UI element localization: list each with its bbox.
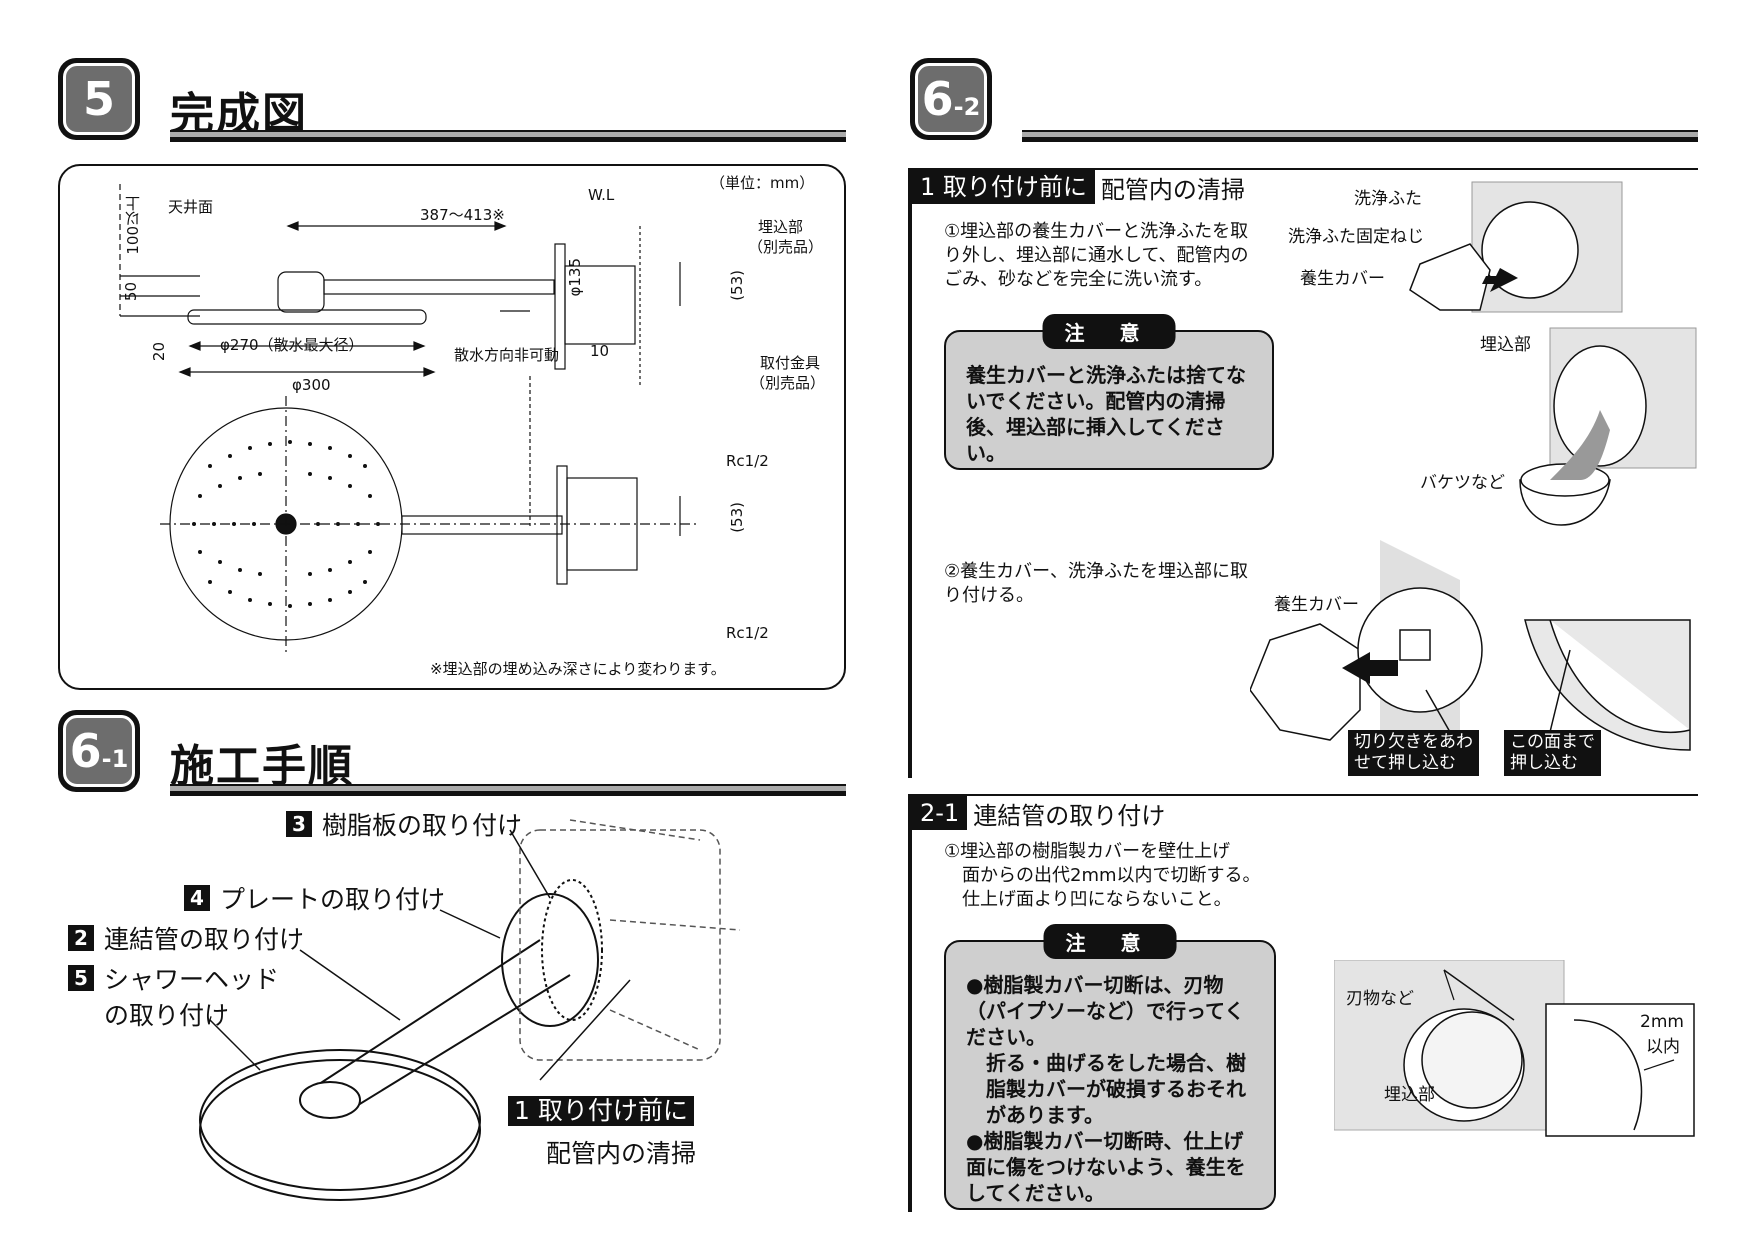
step-number: 2 bbox=[68, 925, 94, 951]
caution-item-1-detail: 折る・曲げるをした場合、樹脂製カバーが破損するおそれがあります。 bbox=[986, 1051, 1246, 1127]
step-1-tag: 1 取り付け前に bbox=[508, 1096, 694, 1126]
label-within: 以内 bbox=[1646, 1037, 1680, 1057]
section-number: 6 bbox=[69, 724, 102, 778]
section-5-badge: 5 bbox=[58, 58, 140, 140]
part-2-step-1-line-2: 面からの出代2mm以内で切断する。 bbox=[962, 865, 1261, 886]
step-text: シャワーヘッド bbox=[104, 965, 280, 994]
section-5-rule bbox=[170, 130, 846, 142]
note-line-1: この面まで bbox=[1510, 732, 1595, 752]
caution-text: ●樹脂製カバー切断は、刃物（パイプソーなど）で行ってください。 折る・曲げるをし… bbox=[946, 942, 1274, 1216]
caution-item-2: ●樹脂製カバー切断時、仕上げ面に傷をつけないよう、養生をしてください。 bbox=[966, 1129, 1246, 1205]
dim-100-above: 100以上 bbox=[124, 196, 142, 255]
step-text: プレートの取り付け bbox=[220, 885, 446, 914]
section-6-1-badge: 6-1 bbox=[58, 710, 140, 792]
part-1-caution-box: 注 意 養生カバーと洗浄ふたは捨てないでください。配管内の清掃後、埋込部に挿入し… bbox=[944, 314, 1274, 470]
note-line-2: せて押し込む bbox=[1354, 753, 1456, 773]
installation-overview-drawing bbox=[199, 819, 741, 1201]
step-number: 3 bbox=[286, 811, 312, 837]
dim-53-front: (53) bbox=[728, 502, 746, 533]
label-protect-cover: 養生カバー bbox=[1300, 269, 1385, 289]
part-1-title: 配管内の清掃 bbox=[1100, 175, 1245, 204]
cover-cutting-illustration bbox=[1334, 960, 1695, 1137]
part-2-title: 連結管の取り付け bbox=[973, 801, 1166, 830]
part-1-step-1: ①埋込部の養生カバーと洗浄ふたを取り外し、埋込部に通水して、配管内のごみ、砂など… bbox=[944, 221, 1249, 290]
step-3-label: 3 樹脂板の取り付け bbox=[286, 806, 522, 842]
section-subnumber: -2 bbox=[953, 93, 981, 121]
step-number: 4 bbox=[184, 885, 210, 911]
dim-20: 20 bbox=[150, 342, 168, 362]
dim-53-side: (53) bbox=[728, 270, 746, 301]
step-number: 5 bbox=[68, 965, 94, 991]
bracket-separate-label: （別売品） bbox=[750, 374, 826, 392]
rc-top-label: Rc1/2 bbox=[726, 452, 769, 470]
part-1-top-rule bbox=[908, 168, 1698, 170]
part-2-step-1-line-3: 仕上げ面より凹にならないこと。 bbox=[962, 889, 1232, 910]
fixed-direction-label: 散水方向非可動 bbox=[454, 346, 560, 364]
section-6-1-rule bbox=[170, 784, 846, 796]
section-number: 6 bbox=[921, 72, 954, 126]
part-2-caution-box: 注 意 ●樹脂製カバー切断は、刃物（パイプソーなど）で行ってください。 折る・曲… bbox=[944, 924, 1276, 1210]
bracket-label: 取付金具 bbox=[760, 354, 821, 372]
note-line-1: 切り欠きをあわ bbox=[1354, 732, 1473, 752]
note-align-notch: 切り欠きをあわ せて押し込む bbox=[1348, 730, 1479, 776]
part-1-step-2: ②養生カバー、洗浄ふたを埋込部に取り付ける。 bbox=[944, 561, 1248, 606]
rc-bottom-label: Rc1/2 bbox=[726, 624, 769, 642]
note-push-to-surface: この面まで 押し込む bbox=[1504, 730, 1601, 776]
water-line-label: W.L bbox=[588, 186, 615, 204]
step-text: 連結管の取り付け bbox=[104, 925, 305, 954]
ceiling-label: 天井面 bbox=[168, 198, 214, 216]
cover-attach-illustration bbox=[1250, 540, 1691, 770]
section-subnumber: -1 bbox=[101, 745, 129, 773]
step-1-label: 配管内の清掃 bbox=[546, 1139, 697, 1168]
caution-text: 養生カバーと洗浄ふたは捨てないでください。配管内の清掃後、埋込部に挿入してくださ… bbox=[966, 363, 1246, 465]
section-6-2-rule bbox=[1022, 130, 1698, 142]
step-5-label-line2: の取り付け bbox=[104, 1001, 230, 1030]
step-text: 樹脂板の取り付け bbox=[322, 811, 523, 840]
label-blade: 刃物など bbox=[1346, 989, 1414, 1009]
caution-label: 注 意 bbox=[1042, 314, 1176, 349]
step-2-label: 2 連結管の取り付け bbox=[68, 920, 304, 956]
part-2-tag: 2-1 bbox=[912, 796, 968, 830]
label-wash-lid-screw: 洗浄ふた固定ねじ bbox=[1288, 227, 1424, 247]
note-line-2: 押し込む bbox=[1510, 753, 1578, 773]
completed-drawing-frame: （単位：mm） 天井面 W.L 100以上 50 20 387～413※ 埋込部… bbox=[58, 164, 846, 690]
depth-note: ※埋込部の埋め込み深さにより変わります。 bbox=[430, 660, 726, 678]
section-number: 5 bbox=[82, 72, 115, 126]
cleaning-illustration bbox=[1409, 181, 1697, 526]
section-6-1-title: 施工手順 bbox=[170, 741, 354, 792]
label-embed-part: 埋込部 bbox=[1480, 335, 1531, 355]
dim-phi270: φ270（散水最大径） bbox=[220, 336, 364, 354]
shower-dimension-drawing bbox=[119, 184, 700, 656]
label-wash-lid: 洗浄ふた bbox=[1354, 189, 1422, 209]
dim-phi300: φ300 bbox=[292, 376, 331, 394]
part-1-heading: 1 取り付け前に 配管内の清掃 bbox=[912, 170, 1245, 204]
label-2mm: 2mm bbox=[1640, 1012, 1684, 1032]
dim-phi135: φ135 bbox=[566, 258, 584, 297]
label-embed-part-2: 埋込部 bbox=[1384, 1085, 1435, 1105]
dim-50: 50 bbox=[122, 282, 140, 302]
part-2-step-1-line-1: ①埋込部の樹脂製カバーを壁仕上げ bbox=[944, 841, 1231, 862]
dim-10: 10 bbox=[590, 342, 610, 360]
part-2-left-rule bbox=[908, 794, 912, 1212]
embed-separate-label: （別売品） bbox=[748, 238, 824, 256]
section-6-2-badge: 6-2 bbox=[910, 58, 992, 140]
dim-length: 387～413※ bbox=[420, 206, 505, 224]
caution-item-1: ●樹脂製カバー切断は、刃物（パイプソーなど）で行ってください。 bbox=[966, 973, 1245, 1049]
part-1-tag: 1 取り付け前に bbox=[912, 170, 1095, 204]
embed-part-label: 埋込部 bbox=[758, 218, 804, 236]
label-bucket: バケツなど bbox=[1420, 473, 1505, 493]
step-4-label: 4 プレートの取り付け bbox=[184, 880, 445, 916]
part-2-heading: 2-1 連結管の取り付け bbox=[912, 796, 1165, 830]
step-5-label: 5 シャワーヘッド bbox=[68, 960, 279, 996]
part-2-top-rule bbox=[908, 794, 1698, 796]
unit-label: （単位：mm） bbox=[710, 174, 815, 192]
caution-label: 注 意 bbox=[1043, 924, 1177, 959]
label-protect-cover-2: 養生カバー bbox=[1274, 595, 1359, 615]
part-1-left-rule bbox=[908, 168, 912, 778]
